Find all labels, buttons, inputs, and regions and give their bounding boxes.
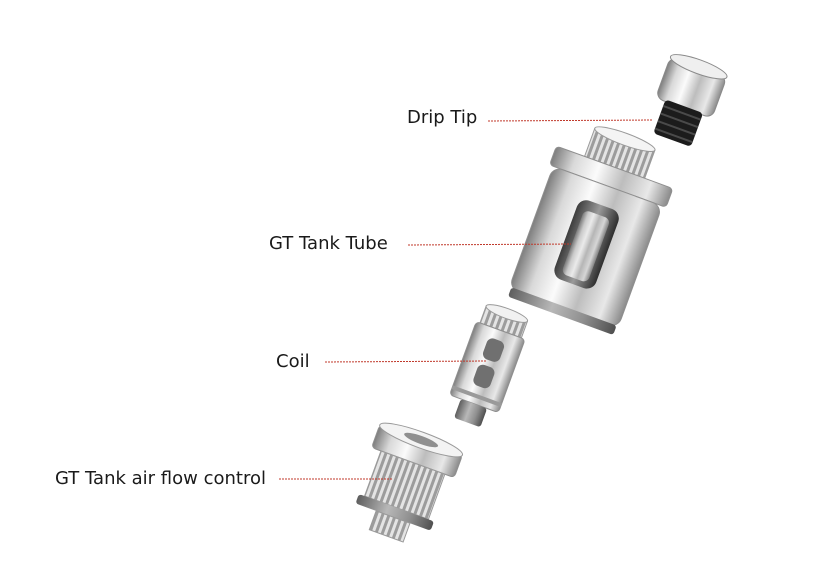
air-flow-control-label: GT Tank air flow control: [55, 468, 266, 489]
drip-tip-leader-line: [487, 119, 653, 122]
gt-tank-tube-part: [508, 126, 673, 335]
gt-tank-tube-label: GT Tank Tube: [269, 233, 388, 254]
drip-tip-label: Drip Tip: [407, 107, 478, 128]
coil-part: [450, 304, 529, 427]
drip-tip-part: [654, 54, 728, 146]
air-flow-control-part: [356, 422, 464, 543]
coil-label: Coil: [276, 351, 310, 372]
gt-tank-tube-leader-line: [407, 243, 572, 246]
